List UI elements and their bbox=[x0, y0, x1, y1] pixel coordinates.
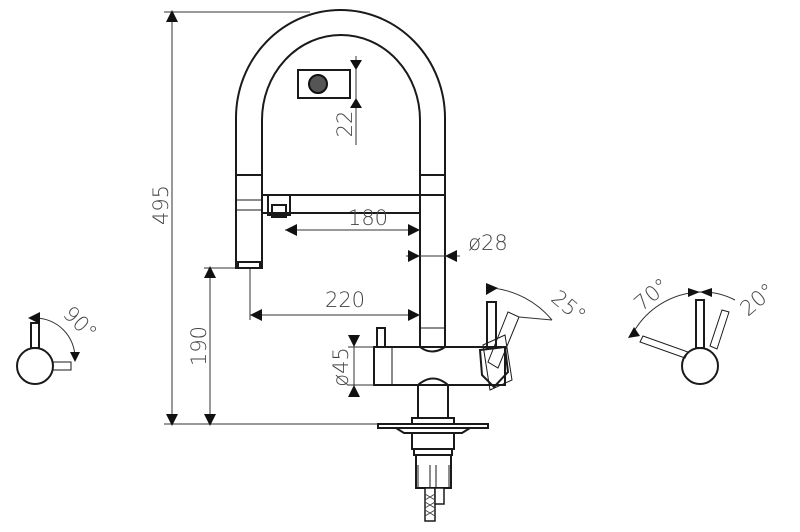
svg-text:220: 220 bbox=[325, 288, 365, 312]
dimension-body-diameter: ø45 bbox=[329, 335, 374, 397]
dimension-spout-reach: 220 bbox=[250, 288, 420, 321]
dimension-total-height: 495 bbox=[149, 10, 178, 426]
svg-text:180: 180 bbox=[348, 206, 388, 230]
extension-lines bbox=[164, 11, 378, 425]
dimension-nozzle: 22 bbox=[297, 56, 362, 145]
svg-text:20°: 20° bbox=[736, 278, 780, 320]
dimension-spray-reach: 180 bbox=[285, 206, 420, 236]
svg-text:70°: 70° bbox=[630, 273, 674, 315]
faucet-body bbox=[373, 301, 520, 522]
svg-text:190: 190 bbox=[187, 326, 211, 366]
dimension-spout-height: 190 bbox=[187, 266, 216, 426]
dimension-pipe-diameter: ø28 bbox=[406, 231, 508, 262]
svg-text:ø45: ø45 bbox=[329, 347, 353, 387]
svg-text:495: 495 bbox=[149, 185, 173, 225]
svg-text:22: 22 bbox=[333, 111, 357, 138]
svg-text:90°: 90° bbox=[58, 301, 101, 344]
side-lever-rotation-icon: 70° 20° bbox=[628, 273, 780, 385]
svg-text:25°: 25° bbox=[547, 285, 591, 327]
faucet-spout bbox=[235, 9, 446, 348]
angle-right-lever: 25° bbox=[486, 283, 590, 328]
svg-text:ø28: ø28 bbox=[468, 231, 508, 255]
left-handle-rotation-icon: 90° bbox=[16, 301, 102, 385]
